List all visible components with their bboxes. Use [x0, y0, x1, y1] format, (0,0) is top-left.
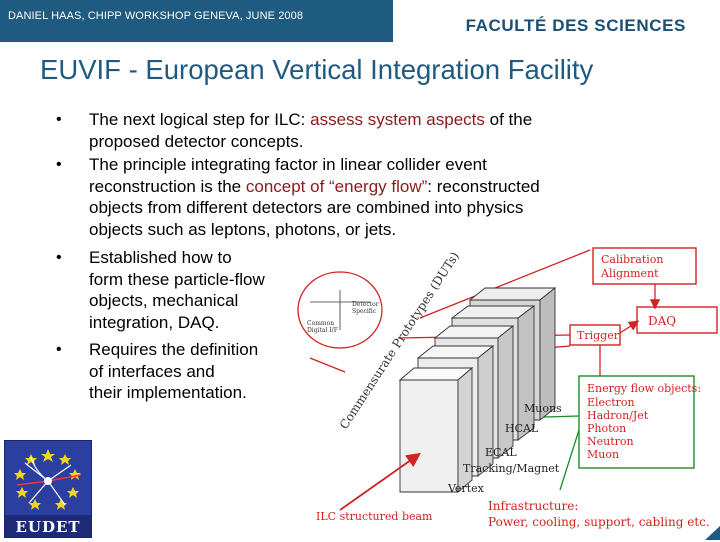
bullet-dot: •: [56, 341, 62, 358]
text-segment: their implementation.: [89, 383, 247, 403]
bullet-text-line: reconstruction is the concept of “energy…: [89, 177, 540, 197]
text-segment: The next logical step for ILC:: [89, 110, 311, 129]
bullet-text-line: form these particle-flow: [89, 270, 265, 290]
energy-flow-item: Muon: [587, 448, 619, 461]
text-segment: form these particle-flow: [89, 269, 265, 289]
bullet-dot: •: [56, 249, 62, 266]
energy-flow-item: Neutron: [587, 435, 634, 448]
highlight-text: concept of “energy flow”: [245, 176, 428, 196]
text-segment: reconstruction is the: [89, 176, 246, 196]
slide-title: EUVIF - European Vertical Integration Fa…: [40, 54, 594, 85]
bullet-text-line: objects, mechanical: [89, 291, 238, 311]
vertex-label: Vertex: [447, 482, 485, 495]
trigger-label: Trigger: [577, 329, 620, 342]
daq-box: [636, 306, 718, 334]
text-segment: Established how to: [89, 248, 232, 267]
calibration-label: Calibration: [601, 253, 664, 266]
infrastructure-body: Power, cooling, support, cabling etc.: [488, 515, 710, 529]
eu-stars-icon: [14, 449, 82, 510]
detector-label: Detector: [352, 301, 379, 308]
alignment-label: Alignment: [600, 267, 659, 280]
text-segment: objects, mechanical: [89, 291, 239, 311]
bullet-text-line: of interfaces and: [89, 362, 215, 382]
logo-text: EUDET: [15, 518, 80, 536]
bullet-text-line: Established how to: [89, 248, 232, 268]
text-segment: objects from different detectors are com…: [89, 198, 524, 218]
logo-band: EUDET: [5, 515, 91, 537]
text-segment: objects such as leptons, photons, or jet…: [89, 219, 397, 239]
corner-mark: [705, 526, 720, 540]
text-segment: integration, DAQ.: [89, 312, 220, 332]
text-segment: Requires the definition: [89, 340, 259, 359]
bullet-text-line: proposed detector concepts.: [89, 132, 304, 152]
detector-stack: [398, 287, 557, 493]
energy-flow-item: Photon: [587, 422, 626, 435]
bullet-dot: •: [56, 111, 62, 128]
text-segment: : reconstructed: [427, 176, 540, 196]
digital-if-label: Digital I/F: [307, 327, 338, 334]
infrastructure-title: Infrastructure:: [488, 499, 578, 513]
ecal-label: ECAL: [485, 446, 517, 459]
bullet-text-line: Requires the definition: [89, 340, 258, 360]
bullet-text-line: The next logical step for ILC: assess sy…: [89, 110, 532, 130]
beam-arrow: [339, 452, 421, 511]
muons-label: Muons: [524, 402, 562, 415]
text-segment: proposed detector concepts.: [89, 131, 304, 151]
energy-flow-box: [578, 375, 695, 469]
eudet-logo: EUDET: [4, 440, 92, 538]
energy-flow-item: Hadron/Jet: [587, 409, 649, 422]
calibration-box: [592, 247, 697, 285]
daq-label: DAQ: [648, 314, 676, 328]
highlight-text: assess system aspects: [310, 110, 485, 129]
text-segment: of the: [484, 110, 533, 129]
common-label: Common: [307, 320, 334, 327]
energy-flow-item: Electron: [587, 396, 635, 409]
bullet-text-line: integration, DAQ.: [89, 313, 219, 333]
text-segment: The principle integrating factor in line…: [89, 155, 487, 174]
header-bar: DANIEL HAAS, CHIPP WORKSHOP GENEVA, JUNE…: [0, 0, 393, 42]
bullet-text-line: objects from different detectors are com…: [89, 198, 523, 218]
faculty-name: FACULTÉ DES SCIENCES: [465, 16, 686, 35]
presenter-info: DANIEL HAAS, CHIPP WORKSHOP GENEVA, JUNE…: [8, 10, 304, 22]
hcal-label: HCAL: [505, 422, 539, 435]
text-segment: of interfaces and: [89, 361, 215, 381]
specific-label: Specific: [352, 308, 377, 315]
beam-label: ILC structured beam: [316, 510, 433, 523]
bullet-text-line: objects such as leptons, photons, or jet…: [89, 220, 396, 240]
bullet-text-line: their implementation.: [89, 383, 247, 403]
bullet-dot: •: [56, 156, 62, 173]
energy-flow-title: Energy flow objects:: [587, 382, 701, 395]
tracking-label: Tracking/Magnet: [463, 462, 560, 475]
bullet-text-line: The principle integrating factor in line…: [89, 155, 487, 175]
